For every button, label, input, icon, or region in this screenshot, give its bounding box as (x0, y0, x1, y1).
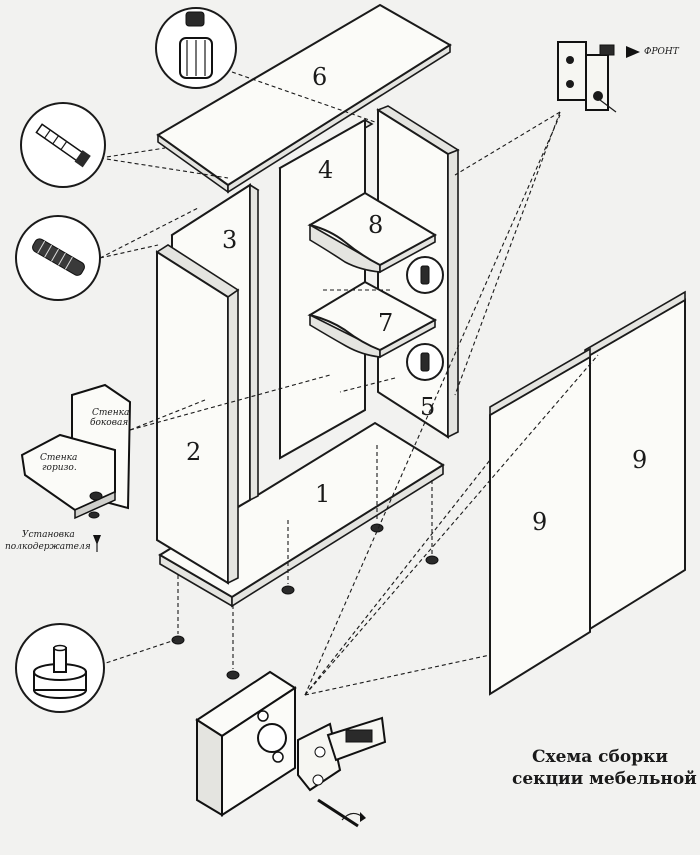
screwdriver-icon (317, 798, 359, 828)
foot-detail (15, 623, 105, 713)
shelf-8: 8 (307, 191, 438, 274)
part-number-4: 4 (318, 156, 333, 184)
part-number-2: 2 (186, 438, 201, 466)
shelf-label-line1: Стенка (40, 453, 77, 463)
part-number-5: 5 (420, 393, 435, 421)
door-panel-9-right: 9 (584, 290, 686, 634)
part-number-1: 1 (315, 480, 330, 508)
screw-icon (35, 123, 91, 168)
shelf-pin-icon (420, 265, 430, 285)
part-number-9-right: 9 (632, 446, 647, 474)
cam-nut-icon (185, 11, 205, 27)
front-label: ФРОНТ (644, 47, 680, 57)
shelf-support-icon (88, 511, 100, 519)
caption-line2: секции мебельной (512, 769, 697, 789)
block-label-line2: боковая (90, 417, 128, 428)
shelf-pin-detail-lower (406, 343, 444, 381)
cam-connector-detail (155, 7, 237, 89)
hinge-icon (599, 44, 615, 56)
part-number-9-left: 9 (532, 508, 547, 536)
part-number-7: 7 (378, 309, 393, 337)
part-number-8: 8 (368, 211, 383, 239)
adjustable-feet (171, 523, 439, 680)
confirmat-screw-detail (20, 102, 106, 188)
hinge-cup-detail (195, 670, 387, 828)
diagram-caption: Схема сборки секции мебельной (512, 747, 697, 789)
dowel-detail (15, 215, 101, 301)
top-panel-6: 6 (156, 3, 452, 194)
leader-lines (99, 71, 599, 696)
shelf-pin-detail-upper (406, 256, 444, 294)
part-number-3: 3 (222, 226, 237, 254)
install-label-line1: Установка (22, 530, 75, 540)
shelf-7: 7 (307, 280, 438, 359)
hinge-plate-detail: ФРОНТ (557, 41, 680, 113)
arrow-left-icon (626, 46, 640, 58)
shelf-support-install-detail: Стенка боковая Стенка горизо. Установка … (5, 383, 132, 552)
install-label-line2: полкодержателя (5, 542, 91, 552)
shelf-pin-icon (420, 352, 430, 372)
left-side-panel-2: 2 (155, 244, 240, 585)
hinge-label-plate (345, 729, 373, 743)
shelf-label-line2: горизо. (42, 463, 77, 473)
dowel-icon (32, 238, 85, 276)
door-panel-9-left: 9 (489, 347, 591, 696)
part-number-6: 6 (312, 63, 327, 91)
caption-line1: Схема сборки (532, 747, 668, 767)
block-label-line1: Стенка (92, 408, 129, 418)
